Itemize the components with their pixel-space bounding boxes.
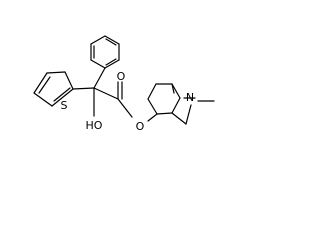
- central-carbon-bonds: [72, 67, 119, 117]
- chemical-structure: S HO O O N: [33, 35, 215, 133]
- ester-group: [117, 81, 158, 122]
- sulfur-atom-label: S: [61, 99, 68, 112]
- ester-oxygen-label: O: [136, 120, 145, 133]
- tropane-ring-system: [147, 83, 215, 125]
- phenyl-ring: [90, 35, 120, 69]
- carbonyl-oxygen-label: O: [117, 70, 126, 83]
- hydroxyl-label: HO: [86, 119, 103, 132]
- nitrogen-atom-label: N: [186, 91, 194, 104]
- thiophene-ring: [33, 71, 74, 107]
